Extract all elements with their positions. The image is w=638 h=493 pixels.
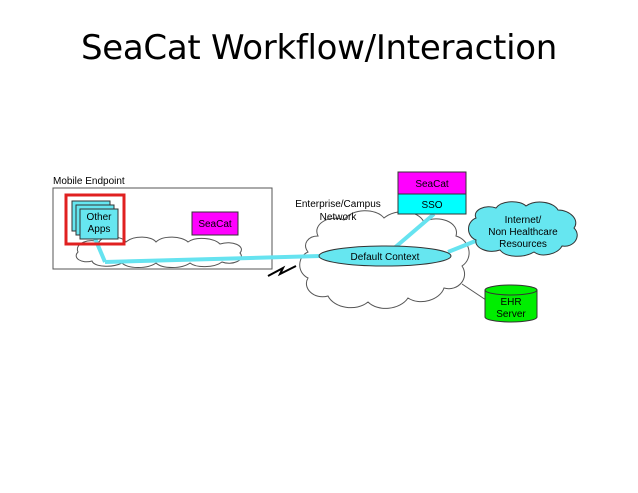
client-seacat-box (191, 211, 239, 236)
enterprise-label-line1: Enterprise/Campus (295, 199, 381, 210)
apps-highlight-frame (64, 193, 126, 246)
apps-label-line1: Other (86, 212, 112, 223)
link-context-to-internet (447, 238, 479, 254)
internet-cloud (468, 201, 578, 257)
ehr-label-line2: Server (496, 309, 526, 320)
app-card-front (79, 208, 119, 240)
ehr-server-top (484, 284, 538, 296)
wireless-link-icon (267, 265, 297, 277)
internet-label-line2: Non Healthcare (488, 227, 558, 238)
internet-label-line3: Resources (499, 239, 547, 250)
sso-box (397, 193, 467, 215)
apps-label-line2: Apps (88, 224, 111, 235)
enterprise-label-line2: Network (320, 212, 358, 223)
mobile-endpoint-label: Mobile Endpoint (53, 176, 125, 187)
default-context-oval (318, 245, 452, 267)
sso-label: SSO (421, 200, 442, 211)
client-seacat-label: SeaCat (198, 219, 232, 230)
server-seacat-label: SeaCat (415, 179, 449, 190)
ehr-label-line1: EHR (500, 297, 521, 308)
link-apps-to-context (92, 235, 107, 263)
link-context-to-sso (390, 212, 436, 252)
link-cloud-to-ehr (461, 283, 487, 301)
default-context-label: Default Context (351, 252, 420, 263)
internet-label-line1: Internet/ (505, 215, 542, 226)
slide-title: SeaCat Workflow/Interaction (81, 28, 557, 68)
link-endpoint-to-context (104, 254, 321, 264)
ehr-server-cylinder (484, 290, 538, 323)
